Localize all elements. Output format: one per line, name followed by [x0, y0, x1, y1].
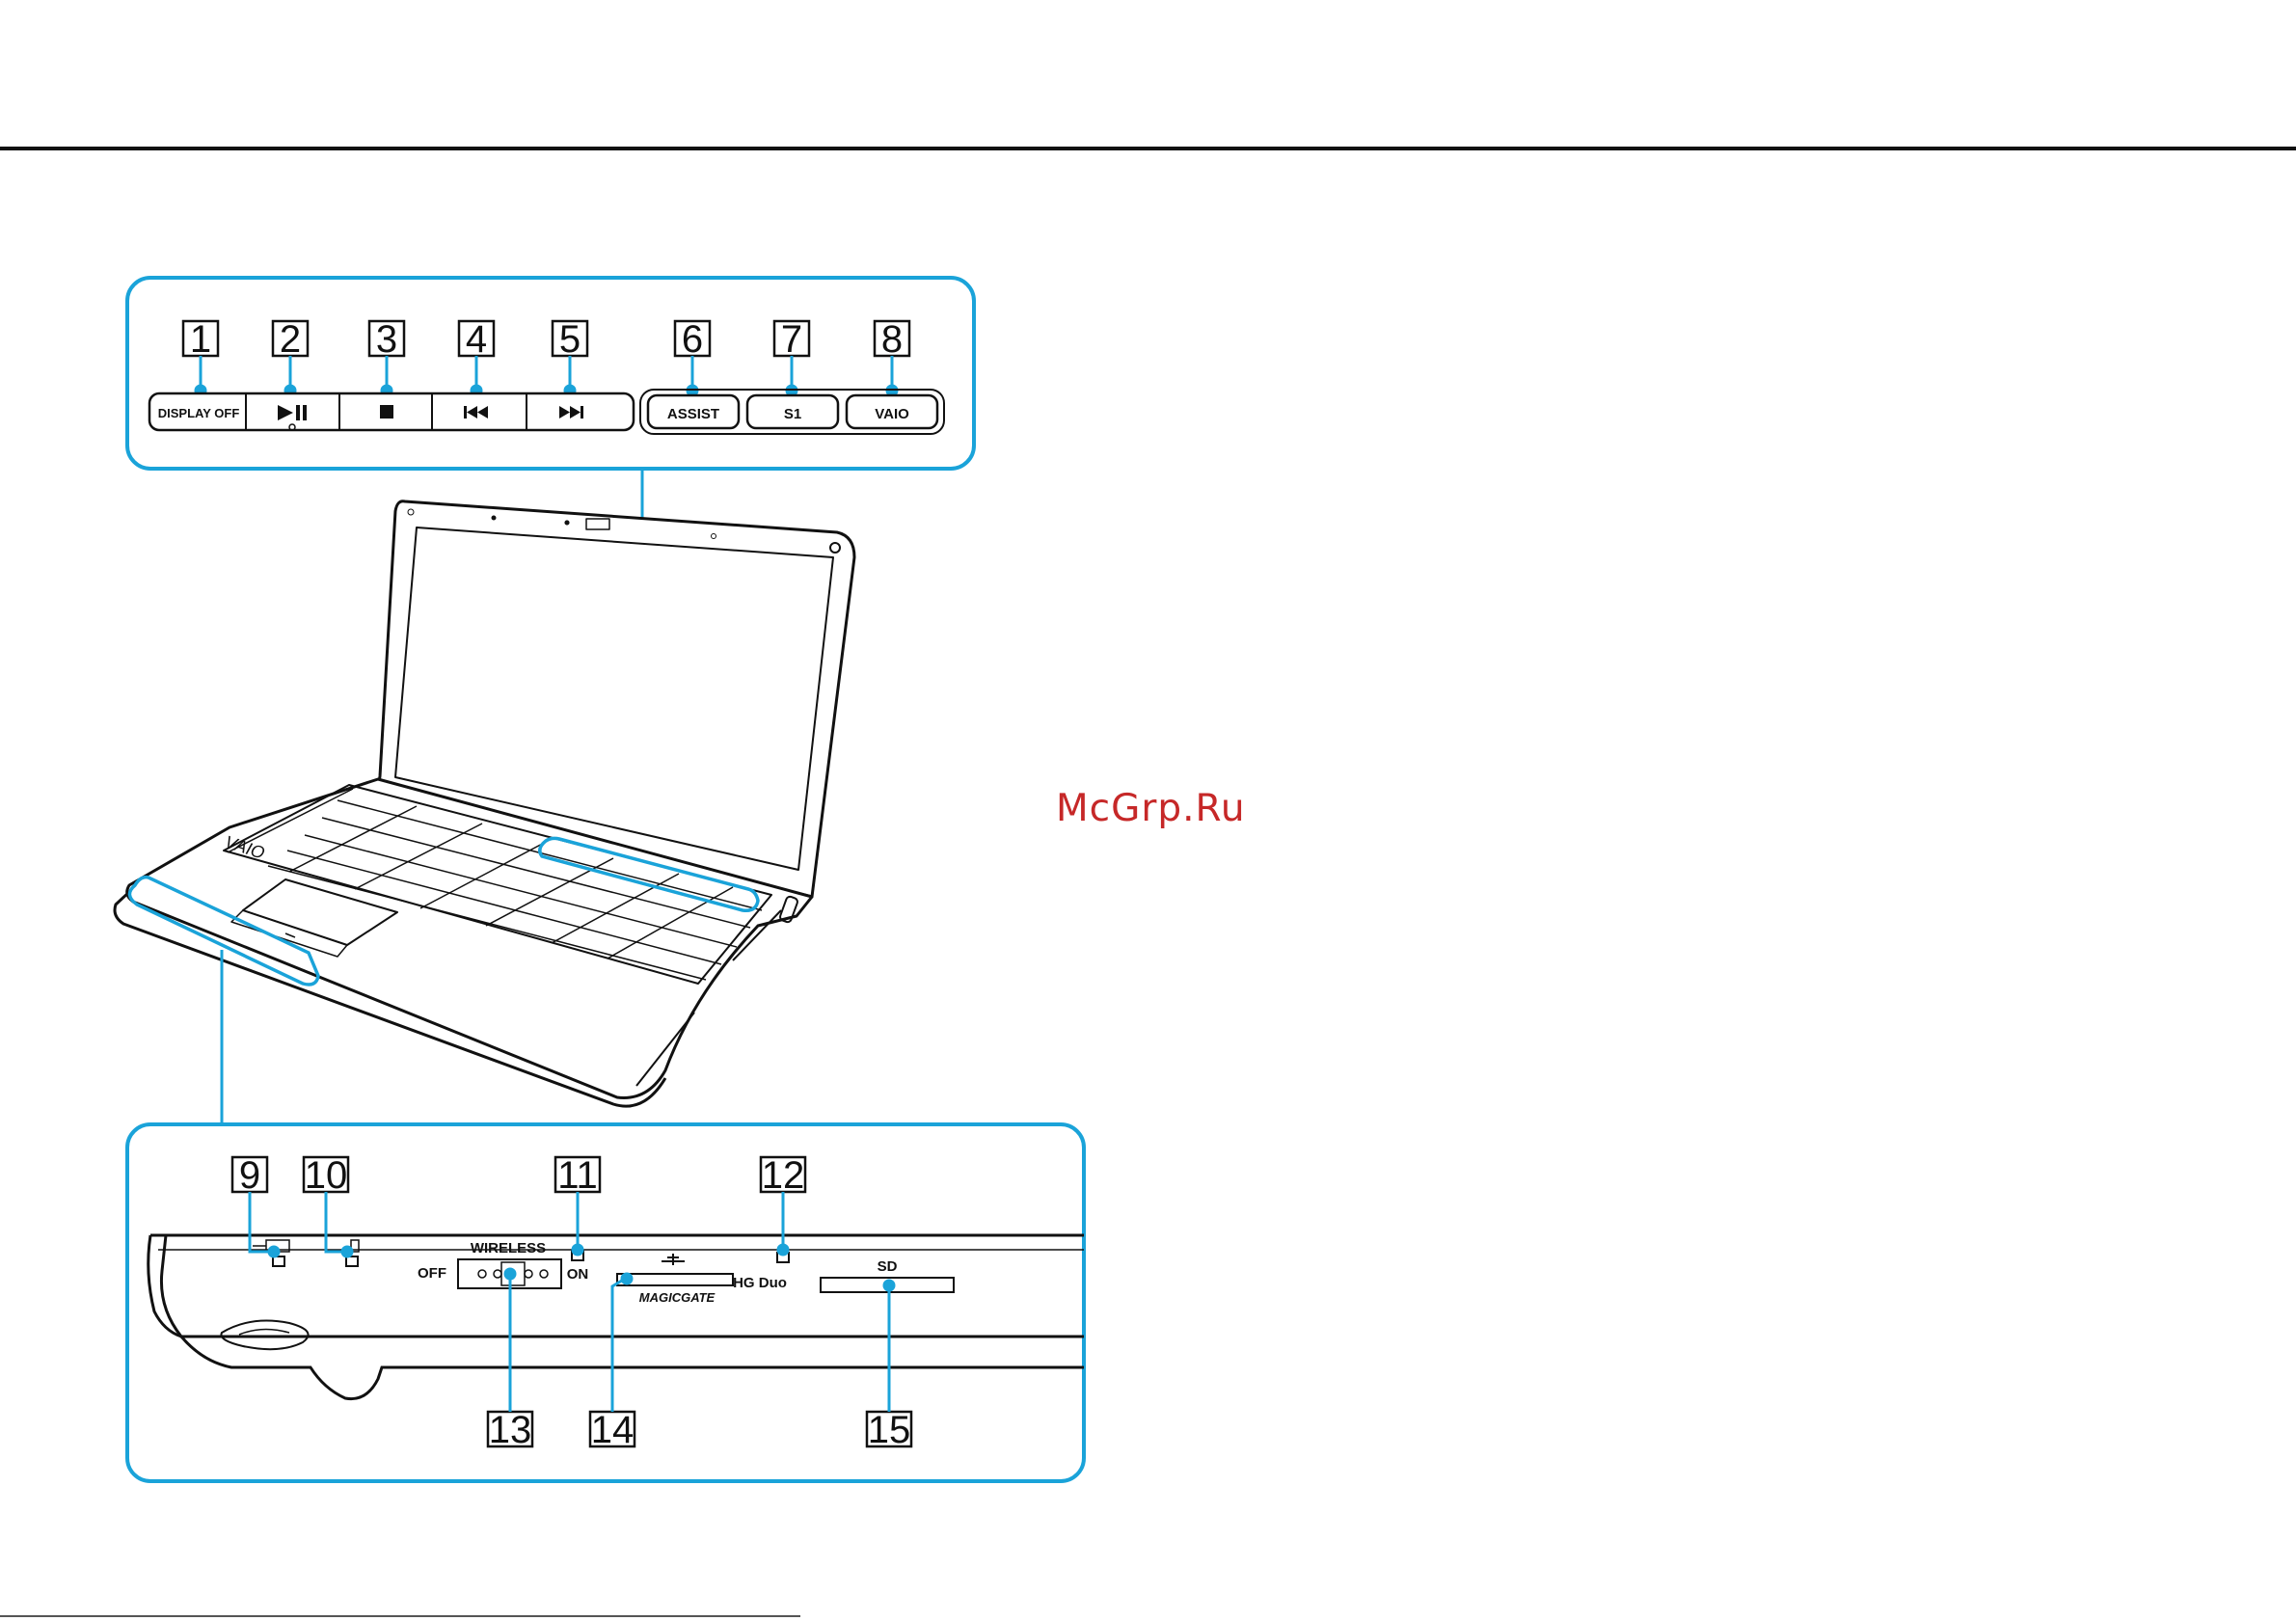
svg-text:15: 15 [868, 1409, 911, 1451]
wireless-on-label: ON [567, 1266, 589, 1283]
callout-6: 6 [675, 318, 710, 361]
svg-text:2: 2 [280, 318, 301, 361]
callout-5: 5 [553, 318, 587, 361]
callout-12: 12 [761, 1154, 805, 1197]
wireless-label: WIRELESS [471, 1240, 546, 1256]
stop-icon[interactable] [380, 405, 393, 419]
callout-4: 4 [459, 318, 494, 361]
callout-1: 1 [183, 318, 218, 361]
svg-text:12: 12 [762, 1154, 805, 1197]
display-off-button[interactable]: DISPLAY OFF [158, 406, 240, 420]
callout-10: 10 [304, 1154, 348, 1197]
front-edge-drawing [149, 1235, 1084, 1399]
callout-7: 7 [774, 318, 809, 361]
svg-text:11: 11 [557, 1154, 598, 1197]
svg-text:3: 3 [376, 318, 397, 361]
callout-14: 14 [590, 1409, 635, 1451]
callout-15: 15 [867, 1409, 911, 1451]
sd-label: SD [878, 1258, 898, 1275]
svg-text:10: 10 [305, 1154, 348, 1197]
callout-8: 8 [875, 318, 909, 361]
s1-label: S1 [784, 406, 801, 422]
svg-text:1: 1 [190, 318, 211, 361]
callout-9: 9 [232, 1154, 267, 1197]
callout-3: 3 [369, 318, 404, 361]
callout-2: 2 [273, 318, 308, 361]
hg-duo-label: HG Duo [733, 1275, 787, 1291]
bottom-leader-lines [250, 1192, 894, 1412]
svg-text:7: 7 [781, 318, 802, 361]
laptop-illustration: VAIO [115, 501, 854, 1106]
svg-text:4: 4 [466, 318, 487, 361]
top-callout-panel [127, 278, 974, 469]
callout-11: 11 [555, 1154, 600, 1197]
assist-label: ASSIST [667, 406, 719, 422]
svg-text:9: 9 [239, 1154, 260, 1197]
wireless-off-label: OFF [418, 1265, 446, 1282]
magicgate-label: MAGICGATE [639, 1290, 716, 1305]
svg-text:6: 6 [682, 318, 703, 361]
vaio-label: VAIO [875, 406, 909, 422]
svg-text:8: 8 [881, 318, 903, 361]
svg-text:13: 13 [489, 1409, 532, 1451]
svg-text:5: 5 [559, 318, 581, 361]
callout-13: 13 [488, 1409, 532, 1451]
svg-text:14: 14 [591, 1409, 635, 1451]
